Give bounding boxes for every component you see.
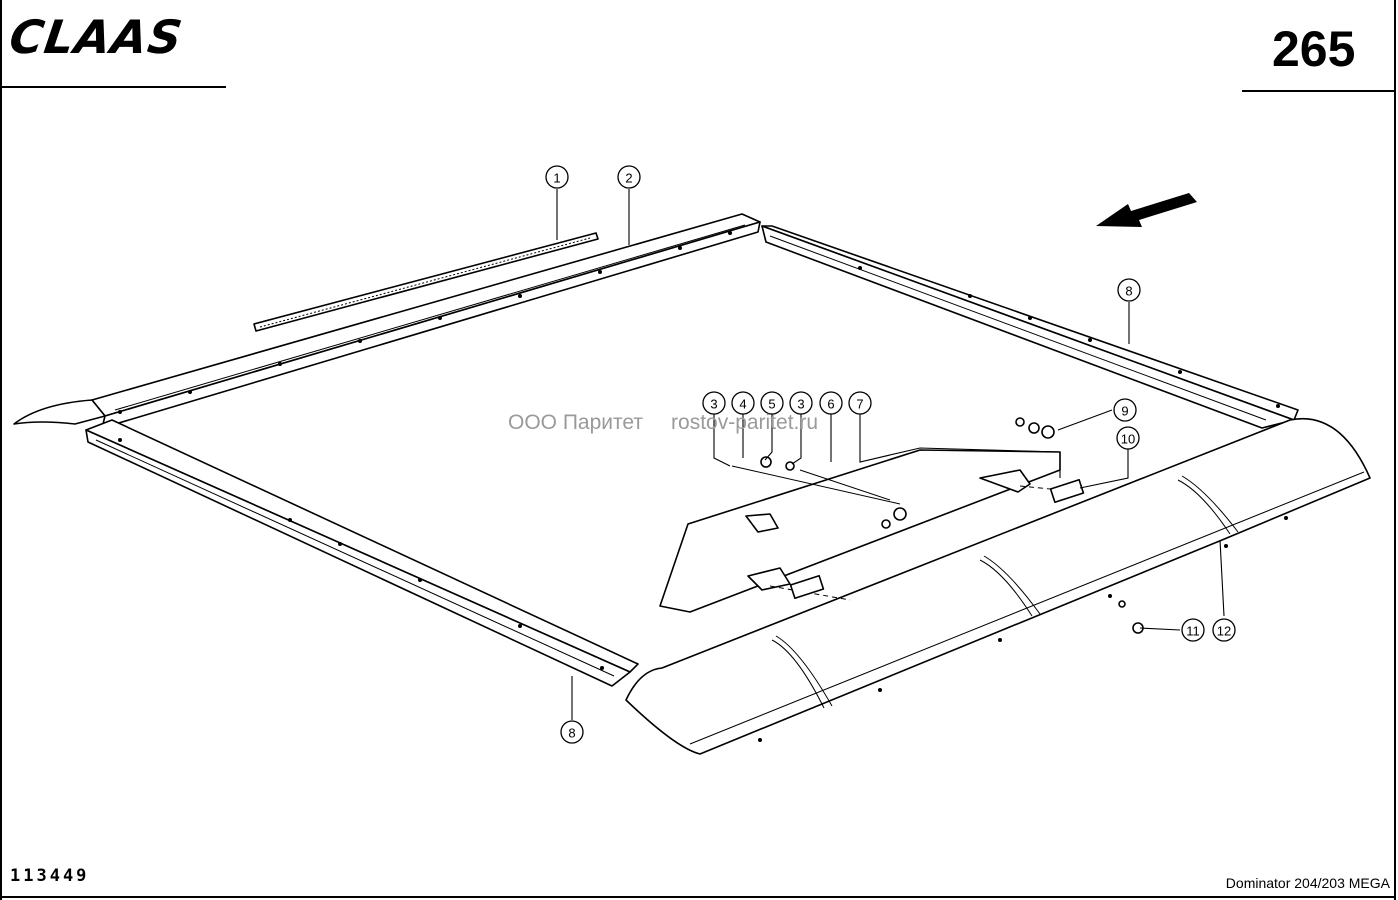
part-front-cover <box>625 418 1371 755</box>
callout-8-left: 8 <box>560 720 584 744</box>
svg-text:5: 5 <box>768 397 775 412</box>
callout-4: 4 <box>731 391 755 415</box>
callout-8-right: 8 <box>1117 278 1141 302</box>
header-rule-right <box>1242 90 1394 92</box>
callout-11: 11 <box>1181 618 1205 642</box>
svg-text:8: 8 <box>1125 284 1132 299</box>
callout-12: 12 <box>1212 618 1236 642</box>
part-side-rail-left <box>85 419 639 687</box>
svg-text:2: 2 <box>625 171 632 186</box>
frame-right-border <box>1394 0 1396 900</box>
svg-text:10: 10 <box>1121 432 1135 447</box>
page-number: 265 <box>1272 21 1356 77</box>
callout-10: 10 <box>1116 426 1140 450</box>
svg-text:3: 3 <box>710 397 717 412</box>
svg-text:6: 6 <box>827 397 834 412</box>
callout-2: 2 <box>617 165 641 189</box>
frame-left-border <box>0 0 2 900</box>
svg-text:11: 11 <box>1186 624 1200 639</box>
part-rear-rail <box>13 213 761 429</box>
callout-3a: 3 <box>702 391 726 415</box>
drawing-number: 113449 <box>10 866 90 886</box>
svg-text:3: 3 <box>797 397 804 412</box>
part-center-plate <box>659 417 1144 634</box>
footer-rule <box>2 896 1396 898</box>
part-serrated-strip <box>253 232 599 332</box>
svg-text:1: 1 <box>553 171 560 186</box>
callout-7: 7 <box>848 391 872 415</box>
svg-text:8: 8 <box>568 726 575 741</box>
callout-3b: 3 <box>789 391 813 415</box>
watermark-company: ООО Паритет <box>508 411 644 434</box>
callout-9: 9 <box>1113 398 1137 422</box>
header-rule-left <box>2 86 226 88</box>
model-label: Dominator 204/203 MEGA <box>1225 875 1390 891</box>
watermark-site: rostov-paritet.ru <box>671 411 819 434</box>
svg-text:4: 4 <box>739 397 746 412</box>
svg-text:7: 7 <box>856 397 863 412</box>
watermark: ООО Паритет rostov-paritet.ru <box>508 412 818 433</box>
callout-5: 5 <box>760 391 784 415</box>
svg-text:12: 12 <box>1217 624 1231 639</box>
svg-text:9: 9 <box>1121 404 1128 419</box>
callout-6: 6 <box>819 391 843 415</box>
callout-1: 1 <box>545 165 569 189</box>
part-side-rail-right <box>761 225 1299 429</box>
direction-arrow-icon <box>1096 193 1197 227</box>
